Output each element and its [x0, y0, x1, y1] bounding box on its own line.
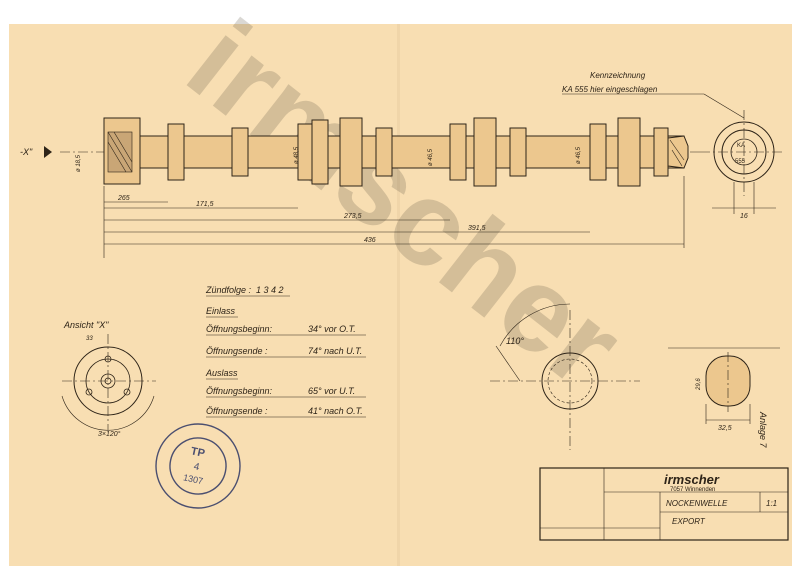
lobe-detail-view: 32,5 29,6: [668, 347, 780, 432]
anlage-label: Anlage 7: [758, 411, 768, 449]
paper-fold: [397, 24, 400, 566]
marking-note-line2: KA 555 hier eingeschlagen: [562, 85, 658, 94]
end-view-marking-top: KA: [737, 143, 745, 149]
approval-stamp: TP 4 1307: [155, 423, 241, 509]
marking-note-line1: Kennzeichnung: [590, 71, 646, 80]
dim-1715: 171,5: [196, 201, 214, 208]
title-block: irmscher 7057 Winnenden NOCKENWELLE 1:1 …: [539, 467, 789, 541]
ansicht-x-view: Ansicht "X" 33 3×120°: [61, 320, 156, 438]
dim-dia-1: ø 18,5: [76, 154, 82, 172]
timing-row-2-value: 74° nach U.T.: [308, 346, 362, 356]
timing-row-4-value: 41° nach O.T.: [308, 406, 363, 416]
end-view-marking-bottom: 555: [735, 159, 746, 165]
timing-row-2-label: Öffnungsende :: [206, 346, 268, 356]
dim-angle-110: 110°: [506, 336, 524, 346]
dim-29: 29,6: [696, 378, 702, 391]
intake-label: Einlass: [206, 306, 236, 316]
dim-dia-2: ø 48,5: [294, 146, 300, 164]
dim-16: 16: [740, 213, 748, 220]
length-dimensions: 265 171,5 273,5 391,5 436: [103, 176, 685, 258]
dim-3915: 391,5: [468, 225, 486, 232]
stamp-line3: 1307: [182, 472, 204, 486]
dim-dia-4: ø 46,5: [576, 146, 582, 164]
dim-265: 265: [117, 195, 130, 202]
title-address: 7057 Winnenden: [670, 487, 715, 493]
stamp-line2: 4: [193, 461, 201, 473]
stamp-line1: TP: [190, 445, 206, 460]
view-direction-arrow: -X": [20, 146, 52, 158]
timing-row-3-value: 65° vor U.T.: [308, 386, 355, 396]
dim-325: 32,5: [718, 425, 732, 432]
title-company: irmscher: [664, 472, 720, 487]
timing-row-4-label: Öffnungsende :: [206, 406, 268, 416]
marking-note: Kennzeichnung KA 555 hier eingeschlagen: [562, 71, 745, 119]
dim-436: 436: [364, 237, 376, 244]
view-label: -X": [20, 147, 33, 157]
ansicht-label: Ansicht "X": [63, 320, 109, 330]
timing-row-1-label: Öffnungsbeginn:: [206, 324, 273, 334]
camshaft-side-view: [60, 117, 700, 187]
paper-background: [9, 24, 792, 566]
firing-order-value: 1 3 4 2: [256, 285, 284, 295]
cam-profile-view: 110°: [490, 303, 640, 450]
dim-2735: 273,5: [343, 213, 362, 220]
diameter-callouts: ø 18,5 ø 48,5 ø 46,5 ø 46,5: [76, 146, 582, 172]
dim-33: 33: [86, 336, 93, 342]
end-view: KA 555 16: [700, 110, 785, 220]
title-part-name: NOCKENWELLE: [666, 499, 728, 508]
title-scale: 1:1: [766, 499, 777, 508]
timing-row-3-label: Öffnungsbeginn:: [206, 386, 273, 396]
timing-row-1-value: 34° vor O.T.: [308, 324, 356, 334]
firing-order-label: Zündfolge :: [205, 285, 252, 295]
valve-timing-table: Zündfolge : 1 3 4 2 Einlass Öffnungsbegi…: [205, 285, 366, 418]
dim-dia-3: ø 46,5: [428, 148, 434, 166]
outlet-label: Auslass: [205, 368, 238, 378]
title-variant: EXPORT: [672, 517, 706, 526]
dim-3x120: 3×120°: [98, 430, 121, 438]
